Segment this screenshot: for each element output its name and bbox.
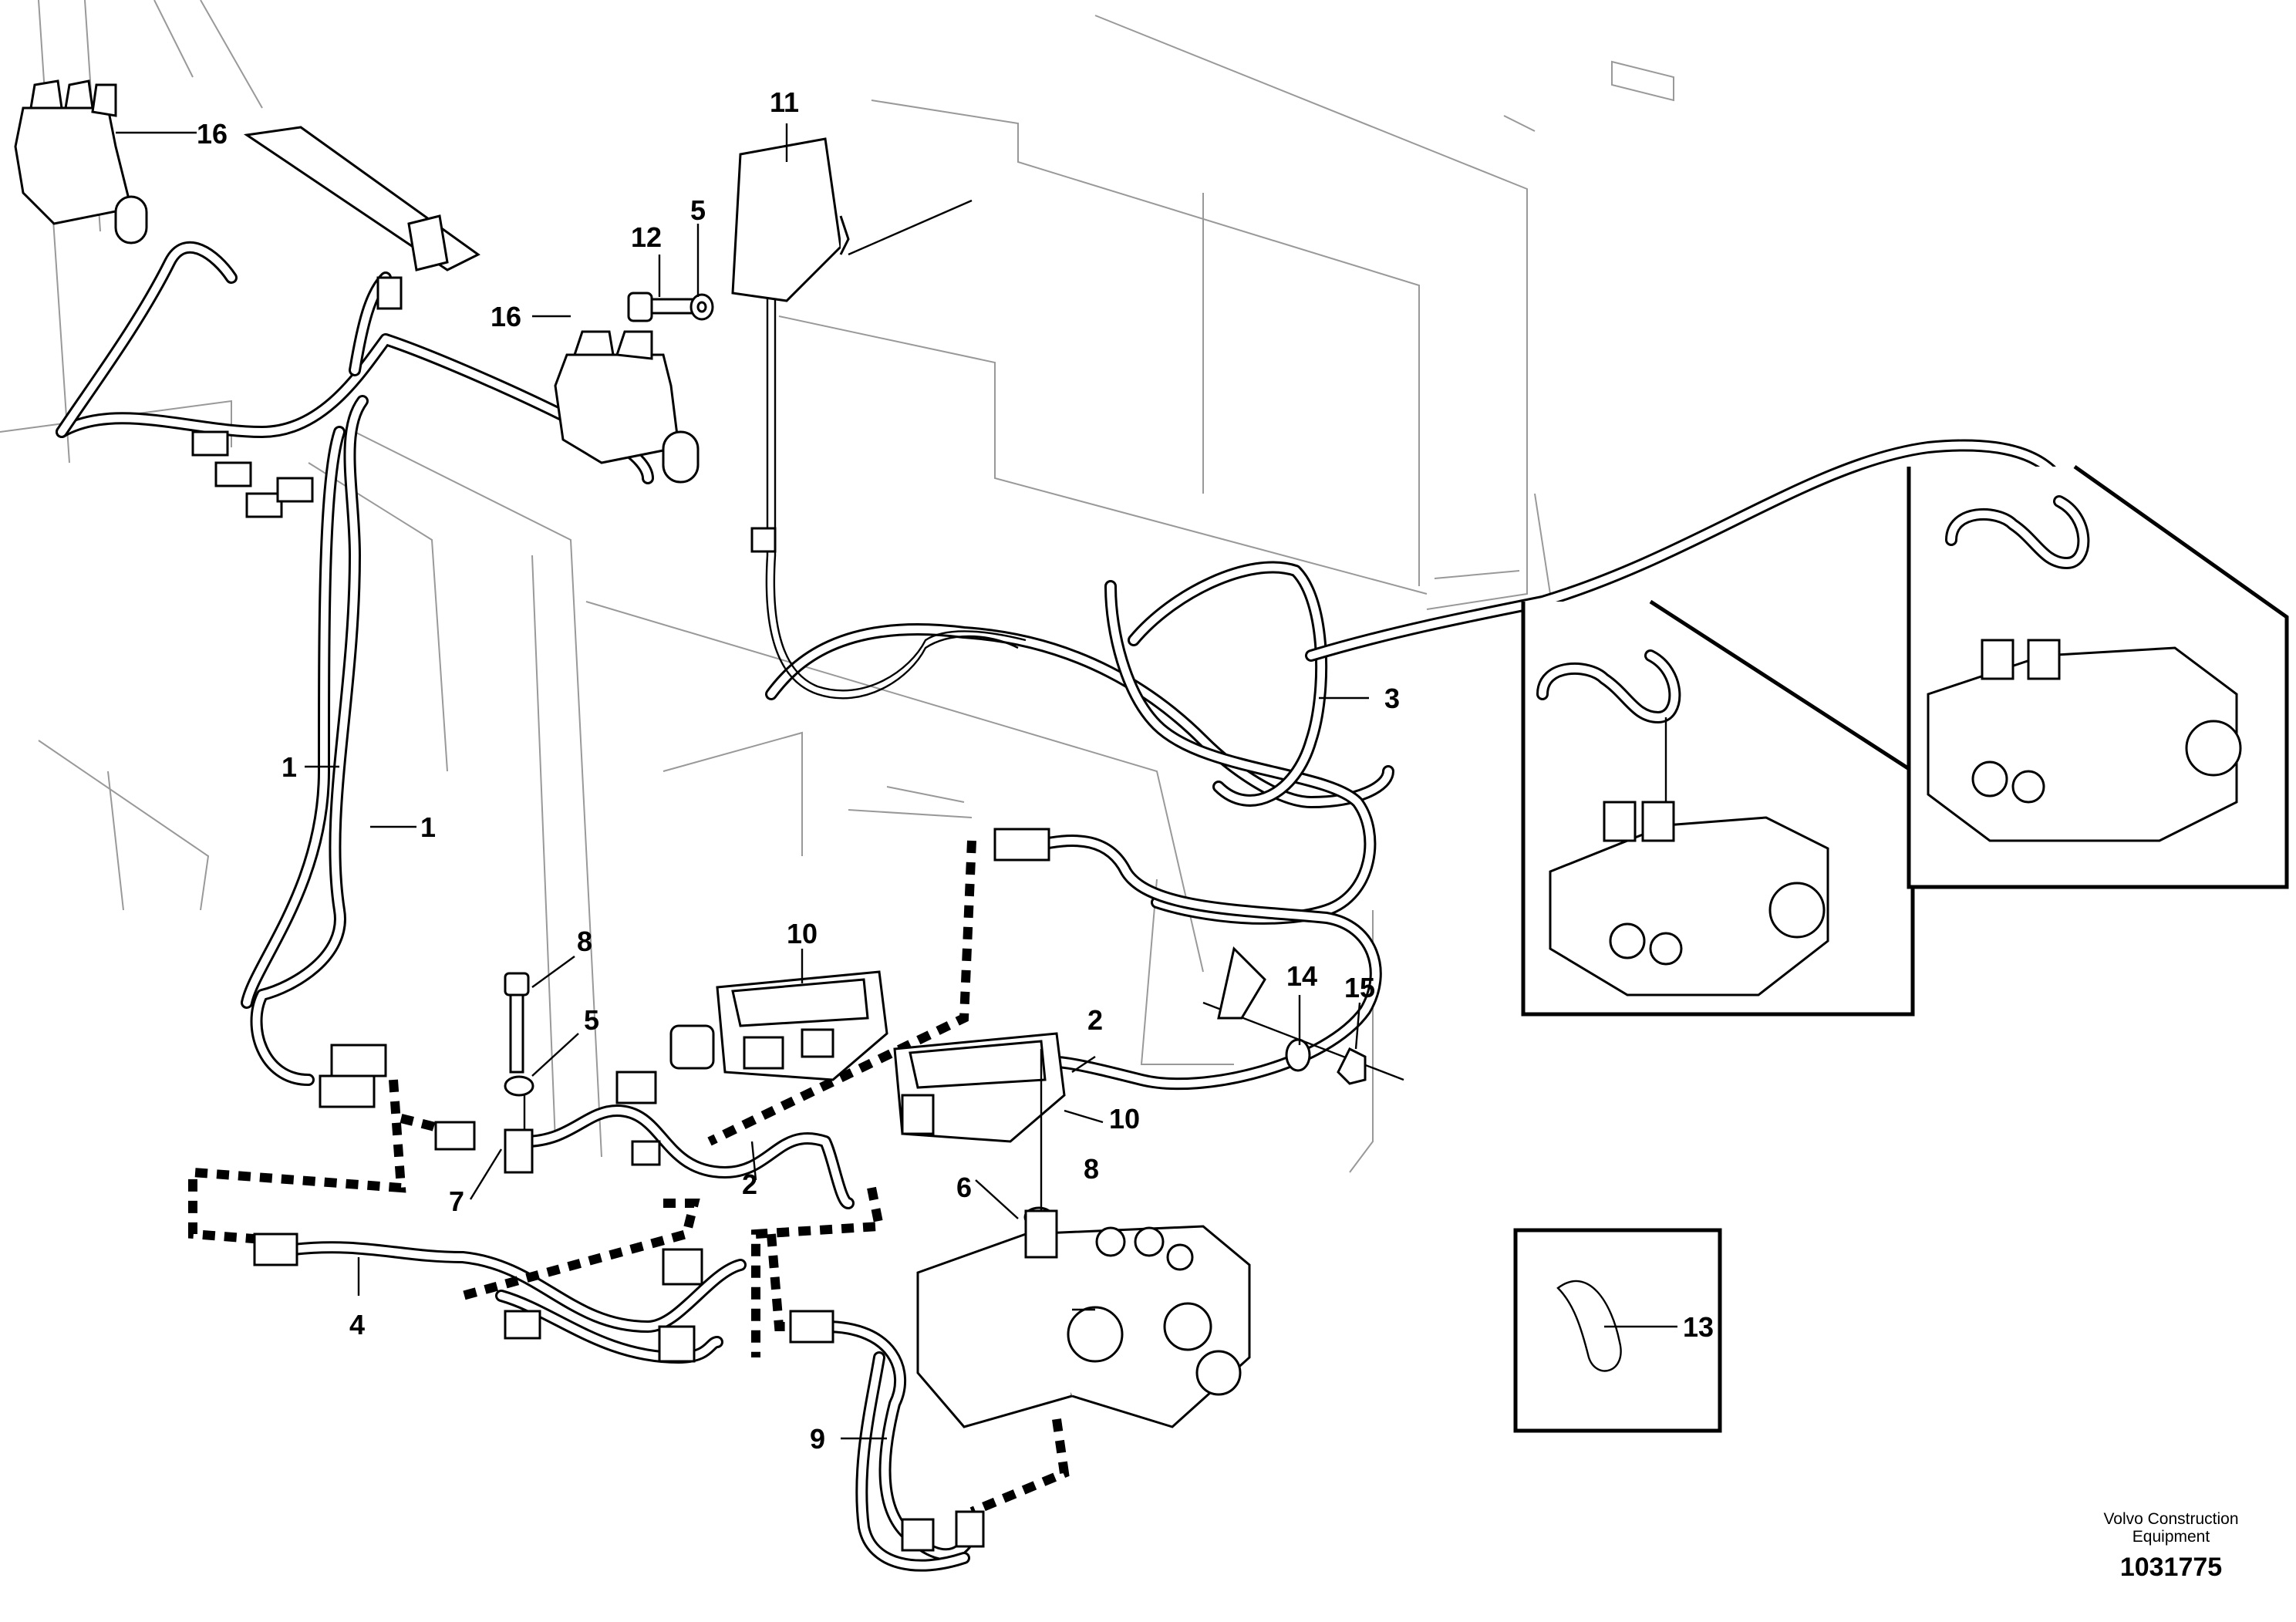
footer: Volvo Construction Equipment 1031775 <box>2103 1510 2238 1582</box>
part-number: 1031775 <box>2120 1553 2222 1582</box>
callout-16-lower: 16 <box>491 301 521 332</box>
callout-8-lower: 8 <box>1084 1153 1099 1185</box>
callout-1-left: 1 <box>282 751 297 783</box>
harness-3 <box>765 439 2073 925</box>
callout-1-right: 1 <box>420 811 436 843</box>
callout-10-left: 10 <box>787 918 818 949</box>
callout-16-upper: 16 <box>197 118 228 150</box>
bolt-12 <box>627 292 696 322</box>
callout-5-upper: 5 <box>690 194 706 226</box>
callout-11: 11 <box>770 86 799 118</box>
callout-3: 3 <box>1384 683 1400 714</box>
joystick-control-upper <box>14 79 148 244</box>
callout-12: 12 <box>631 221 662 253</box>
control-valve-main <box>916 1209 1251 1428</box>
callout-6: 6 <box>956 1172 972 1203</box>
callout-14: 14 <box>1286 960 1317 992</box>
valve-inset-right <box>1907 464 2289 889</box>
callout-10-right: 10 <box>1109 1103 1140 1135</box>
callout-4: 4 <box>349 1309 365 1340</box>
callout-7: 7 <box>449 1185 464 1217</box>
callout-8-upper: 8 <box>577 926 592 957</box>
control-module-11 <box>731 137 973 302</box>
hardware-14-15 <box>1202 946 1404 1085</box>
upper-connectors <box>191 276 403 518</box>
brand-line-2: Equipment <box>2132 1528 2210 1546</box>
callout-15: 15 <box>1344 972 1375 1003</box>
harness-1 <box>241 395 369 1086</box>
steering-column-plate <box>243 126 480 271</box>
callout-13: 13 <box>1683 1311 1714 1343</box>
cable-tie-box <box>1513 1228 1722 1433</box>
cable-module-11 <box>750 293 1027 700</box>
callout-2-right: 2 <box>1087 1004 1103 1036</box>
callout-labels: 16 16 11 12 5 1 1 3 10 8 5 2 10 14 15 7 … <box>197 86 1714 1455</box>
callout-5-lower: 5 <box>584 1004 599 1036</box>
callout-9: 9 <box>810 1423 825 1455</box>
callout-2-left: 2 <box>742 1168 757 1200</box>
joystick-control-lower <box>554 330 700 484</box>
brand-line-1: Volvo Construction <box>2103 1510 2238 1528</box>
lower-connectors <box>253 828 1050 1552</box>
washer-5-upper <box>689 293 714 321</box>
harness-9 <box>819 1320 978 1572</box>
valve-inset-left <box>1521 599 1915 1017</box>
harness-2 <box>518 835 1382 1209</box>
dashed-routes <box>188 840 1070 1516</box>
leader-lines <box>116 123 1677 1440</box>
control-box-10-right <box>893 1032 1066 1143</box>
